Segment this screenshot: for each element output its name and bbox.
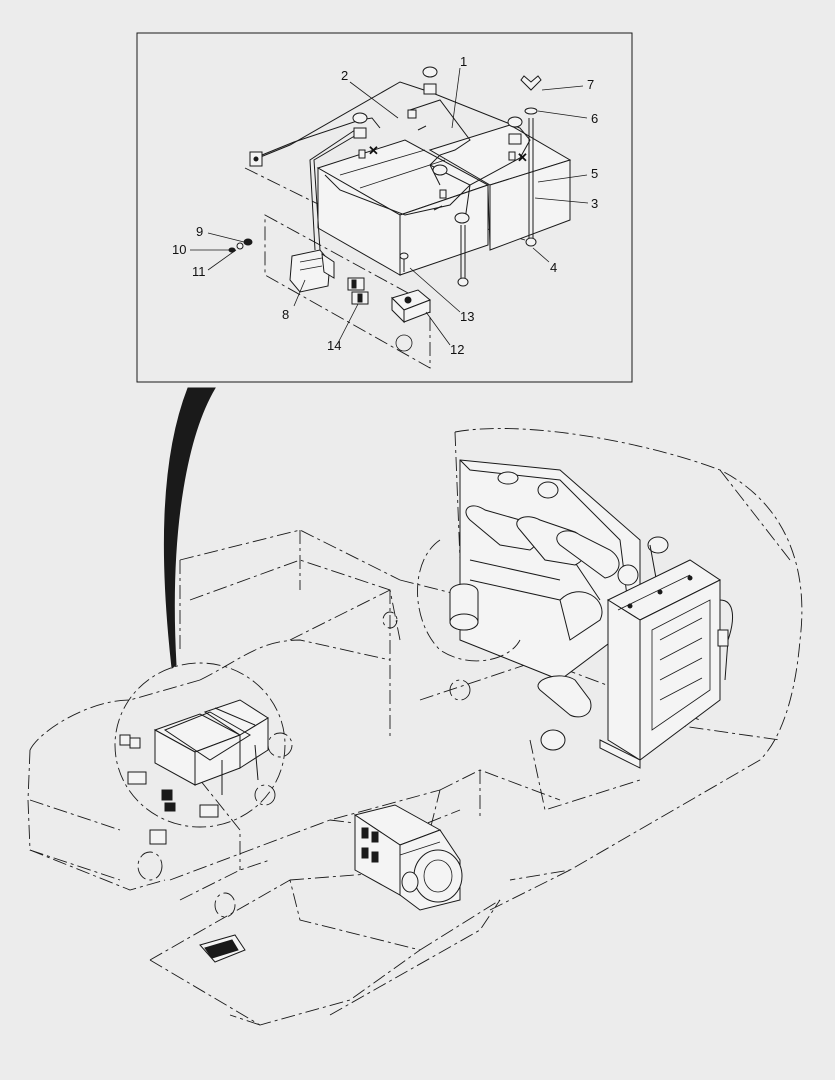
engine xyxy=(417,459,669,751)
hold-down-rods xyxy=(457,75,542,287)
radiator xyxy=(599,559,733,769)
callout-11: 11 xyxy=(192,264,206,279)
battery-switch xyxy=(289,249,335,293)
callout-7: 7 xyxy=(587,77,594,92)
air-conditioner-unit xyxy=(353,804,463,911)
callout-2: 2 xyxy=(341,68,348,83)
callout-12: 12 xyxy=(450,342,464,357)
leader-lines xyxy=(190,67,589,346)
svg-text:✕: ✕ xyxy=(368,143,379,158)
callout-14: 14 xyxy=(327,338,341,353)
callout-8: 8 xyxy=(282,307,289,322)
callout-10: 10 xyxy=(172,242,186,257)
callout-3: 3 xyxy=(591,196,598,211)
bolt-set xyxy=(228,151,263,253)
callout-6: 6 xyxy=(591,111,598,126)
mounting-plate xyxy=(264,214,431,369)
callout-1: 1 xyxy=(460,54,467,69)
fuse-holder xyxy=(391,289,431,324)
callout-labels: 1 2 3 4 5 6 7 8 9 10 11 12 13 14 xyxy=(172,54,598,357)
callout-4: 4 xyxy=(550,260,557,275)
battery-right xyxy=(428,124,572,251)
callout-9: 9 xyxy=(196,224,203,239)
detail-connector xyxy=(163,387,216,669)
terminal-clamps: ✕ ✕ xyxy=(352,66,528,224)
relays xyxy=(347,277,369,305)
machine-overview xyxy=(27,428,803,1026)
cab-duct xyxy=(199,934,246,963)
detail-inset: ✕ ✕ xyxy=(136,32,633,383)
battery-group-overview xyxy=(119,699,269,845)
callout-5: 5 xyxy=(591,166,598,181)
detail-callout-circle xyxy=(114,662,286,828)
svg-text:✕: ✕ xyxy=(517,150,528,165)
callout-13: 13 xyxy=(460,309,474,324)
